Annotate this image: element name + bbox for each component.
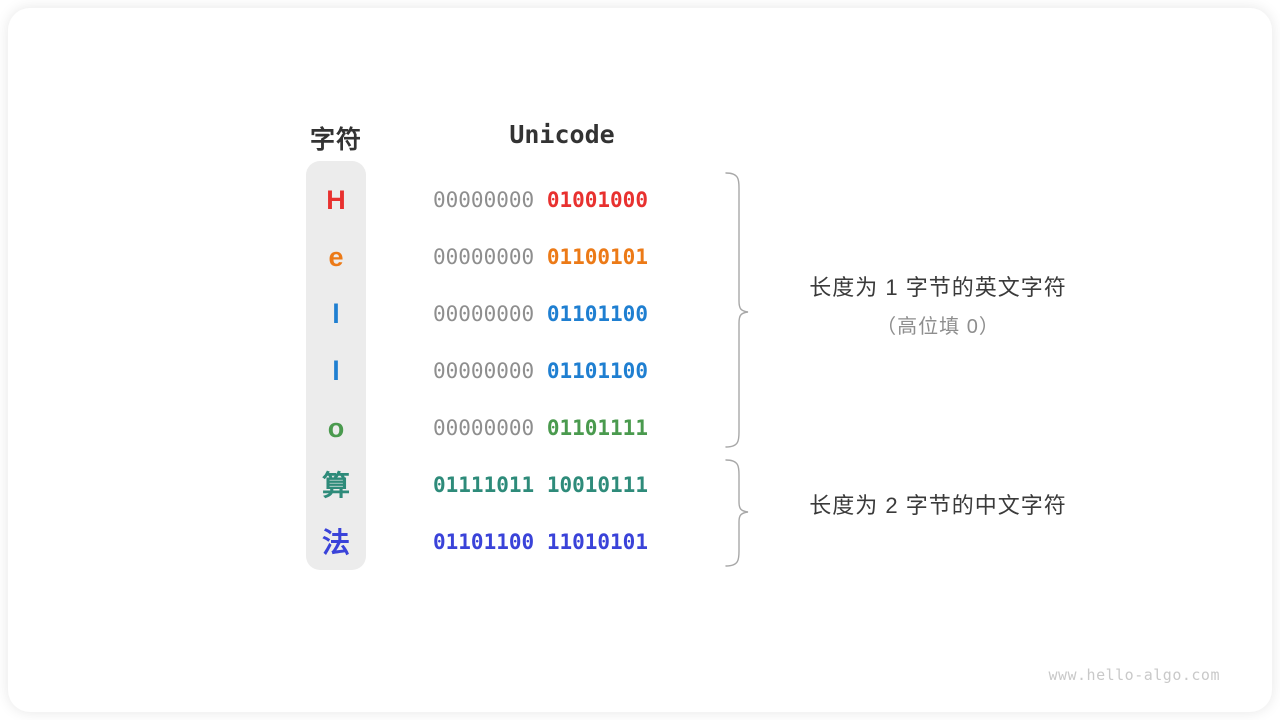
row-character: H — [326, 185, 346, 215]
binary-high-byte: 00000000 — [433, 302, 535, 326]
binary-low-byte: 01001000 — [546, 188, 648, 212]
figure-card: 字符 Unicode H 00000000 01001000 e 00000000 0… — [8, 8, 1272, 712]
binary-low-byte: 10010111 — [546, 473, 648, 497]
annotation-chinese-line1: 长度为 2 字节的中文字符 — [809, 493, 1067, 518]
row-binary: 00000000 01101100 — [433, 286, 691, 343]
row-character: 算 — [321, 470, 350, 501]
column-header-character: 字符 — [309, 126, 362, 154]
binary-high-byte: 00000000 — [433, 416, 535, 440]
row-binary: 01101100 11010101 — [433, 514, 691, 571]
binary-high-byte: 00000000 — [433, 359, 535, 383]
row-character: l — [332, 299, 340, 329]
annotation-english-line1: 长度为 1 字节的英文字符 — [809, 275, 1067, 300]
character-column-background — [306, 161, 366, 570]
binary-low-byte: 01101100 — [546, 359, 648, 383]
brace-chinese-characters — [725, 459, 749, 567]
row-binary: 00000000 01001000 — [433, 172, 691, 229]
annotation-english-line2: （高位填 0） — [876, 316, 1000, 338]
annotation-english-characters: 长度为 1 字节的英文字符 （高位填 0） — [768, 270, 1108, 339]
binary-high-byte: 01101100 — [433, 530, 535, 554]
binary-low-byte: 11010101 — [546, 530, 648, 554]
binary-low-byte: 01100101 — [546, 245, 648, 269]
binary-high-byte: 00000000 — [433, 188, 535, 212]
binary-low-byte: 01101100 — [546, 302, 648, 326]
row-binary: 01111011 10010111 — [433, 457, 691, 514]
annotation-chinese-characters: 长度为 2 字节的中文字符 — [768, 488, 1108, 520]
row-character: 法 — [321, 527, 350, 558]
brace-english-characters — [725, 172, 749, 448]
row-character: e — [328, 242, 344, 272]
site-watermark: www.hello-algo.com — [1048, 666, 1220, 684]
unicode-encoding-diagram: 字符 Unicode H 00000000 01001000 e 00000000 0… — [8, 8, 1272, 712]
row-binary: 00000000 01101100 — [433, 343, 691, 400]
row-character: l — [332, 356, 340, 386]
binary-high-byte: 00000000 — [433, 245, 535, 269]
binary-low-byte: 01101111 — [546, 416, 648, 440]
binary-high-byte: 01111011 — [433, 473, 535, 497]
row-binary: 00000000 01100101 — [433, 229, 691, 286]
row-binary: 00000000 01101111 — [433, 400, 691, 457]
column-header-unicode: Unicode — [509, 120, 615, 149]
row-character: o — [327, 413, 345, 443]
